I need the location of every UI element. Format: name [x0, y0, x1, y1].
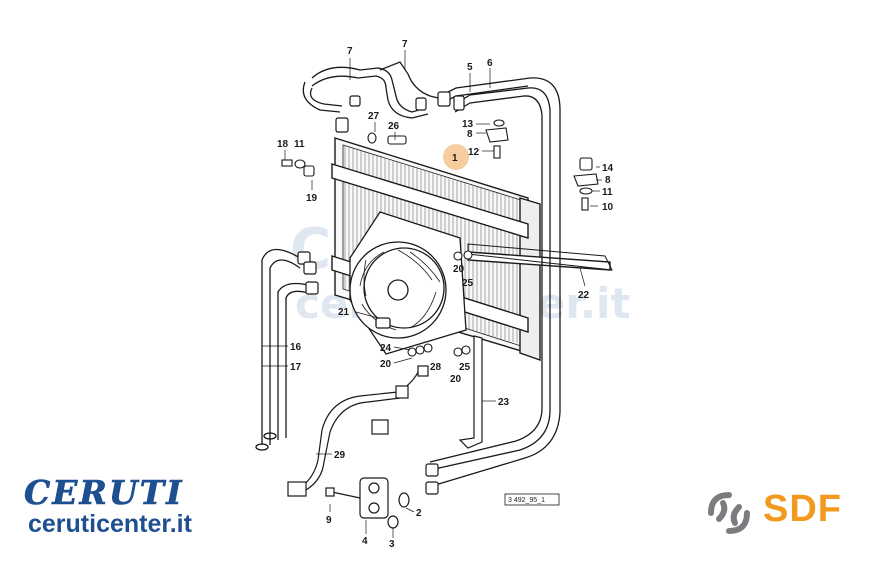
callout-9: 9 [326, 515, 332, 526]
callout-labels: 7 7 5 6 27 26 13 8 12 1 18 11 19 14 8 11… [277, 39, 614, 550]
part-1-highlight [443, 144, 469, 170]
callout-11-left: 11 [294, 139, 305, 150]
callout-24: 24 [380, 343, 392, 354]
callout-22: 22 [578, 290, 590, 301]
ceruti-logo: CERUTI [24, 476, 184, 510]
callout-21: 21 [338, 307, 350, 318]
callout-20-bottom: 20 [450, 374, 462, 385]
callout-5: 5 [467, 62, 473, 73]
callout-12: 12 [468, 147, 480, 158]
callout-4: 4 [362, 536, 368, 547]
callout-20-top: 20 [453, 264, 465, 275]
callout-7-left: 7 [347, 46, 353, 57]
callout-8-top: 8 [467, 129, 473, 140]
callout-10: 10 [602, 202, 614, 213]
callout-20-left: 20 [380, 359, 392, 370]
callout-19: 19 [306, 193, 318, 204]
drawing-reference-text: 3 492_95_1 [508, 497, 545, 504]
callout-3: 3 [389, 539, 395, 550]
callout-6: 6 [487, 58, 493, 69]
wiring-harness [287, 365, 429, 497]
callout-11-right: 11 [602, 187, 613, 198]
callout-25-bottom: 25 [459, 362, 471, 373]
sdf-wordmark: SDF [763, 488, 842, 530]
callout-2: 2 [416, 508, 422, 519]
leader-lines [262, 50, 602, 538]
fan-assembly [349, 211, 467, 355]
pipe-fittings [297, 91, 465, 495]
ceruti-logo-text: CERUTI [24, 476, 184, 510]
callout-23: 23 [498, 397, 510, 408]
callout-16: 16 [290, 342, 302, 353]
callout-13: 13 [462, 119, 474, 130]
callout-7-right: 7 [402, 39, 408, 50]
sdf-logo [708, 492, 750, 534]
callout-14: 14 [602, 163, 614, 174]
callout-27: 27 [368, 111, 380, 122]
callout-28: 28 [430, 362, 442, 373]
small-parts [281, 119, 599, 357]
callout-26: 26 [388, 121, 400, 132]
callout-29: 29 [334, 450, 346, 461]
refrigerant-pipes [255, 61, 561, 487]
sdf-emblem-icon [708, 492, 750, 534]
callout-1: 1 [452, 153, 458, 164]
block-fitting [325, 477, 410, 529]
callout-25-top: 25 [462, 278, 474, 289]
callout-18: 18 [277, 139, 289, 150]
ceruti-url: ceruticenter.it [28, 510, 192, 538]
callout-8-right: 8 [605, 175, 611, 186]
bracket-23 [458, 335, 483, 449]
callout-17: 17 [290, 362, 302, 373]
drawing-reference: 3 492_95_1 [504, 493, 560, 506]
